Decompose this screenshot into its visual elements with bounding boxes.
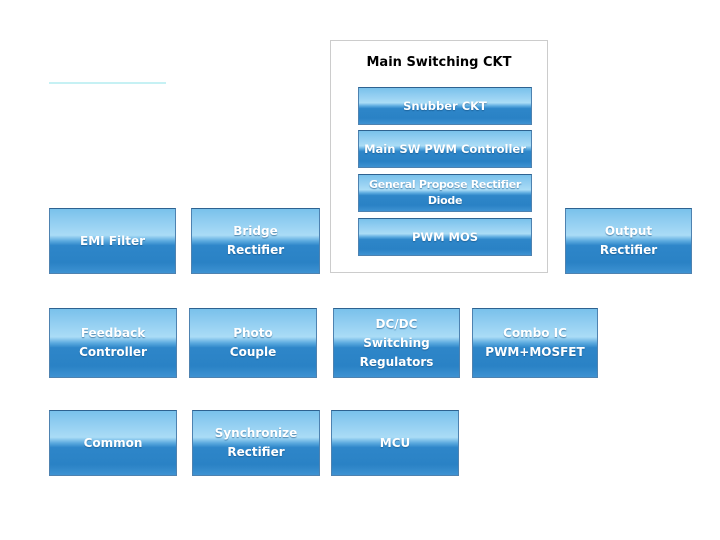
button-label: Snubber CKT [403, 98, 487, 113]
block-common[interactable]: Common [49, 410, 177, 476]
block-bridge-rectifier[interactable]: Bridge Rectifier [191, 208, 320, 274]
button-label: PWM MOS [411, 229, 479, 244]
block-output-rectifier[interactable]: Output Rectifier [565, 208, 692, 274]
block-synchronize-rectifier[interactable]: Synchronize Rectifier [192, 410, 320, 476]
button-label: General Propose Rectifier Diode [369, 178, 521, 207]
block-label: Bridge Rectifier [226, 224, 285, 257]
block-emi-filter[interactable]: EMI Filter [49, 208, 176, 274]
block-photo-couple[interactable]: Photo Couple [189, 308, 317, 378]
faint-divider-line [49, 82, 166, 84]
block-label: Output Rectifier [599, 224, 658, 257]
block-combo-ic-pwm-mosfet[interactable]: Combo IC PWM+MOSFET [472, 308, 598, 378]
block-label: Feedback Controller [79, 326, 147, 359]
button-label: Main SW PWM Controller [364, 141, 526, 156]
block-label: EMI Filter [80, 233, 145, 248]
button-main-sw-pwm-controller[interactable]: Main SW PWM Controller [358, 130, 532, 168]
block-label: Photo Couple [229, 326, 277, 359]
block-dc-dc-switching-regulators[interactable]: DC/DC Switching Regulators [333, 308, 460, 378]
main-switching-ckt-group: Main Switching CKT Snubber CKT Main SW P… [330, 40, 548, 273]
block-label: MCU [379, 435, 411, 450]
block-label: Synchronize Rectifier [214, 426, 298, 459]
block-label: Combo IC PWM+MOSFET [485, 326, 585, 359]
block-mcu[interactable]: MCU [331, 410, 459, 476]
button-pwm-mos[interactable]: PWM MOS [358, 218, 532, 256]
block-label: Common [83, 435, 143, 450]
button-snubber-ckt[interactable]: Snubber CKT [358, 87, 532, 125]
block-label: DC/DC Switching Regulators [359, 316, 434, 369]
button-general-propose-rectifier-diode[interactable]: General Propose Rectifier Diode [358, 174, 532, 212]
block-feedback-controller[interactable]: Feedback Controller [49, 308, 177, 378]
group-title: Main Switching CKT [366, 55, 512, 70]
